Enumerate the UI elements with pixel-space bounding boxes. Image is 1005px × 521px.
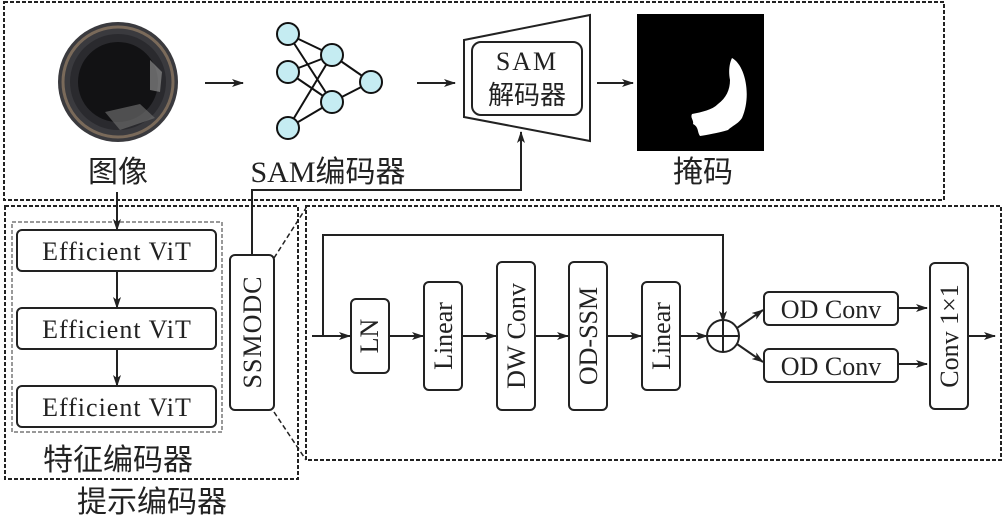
svg-text:SSMODC: SSMODC bbox=[238, 276, 267, 389]
arrow-add-to-odconv-top bbox=[736, 309, 764, 329]
svg-text:OD Conv: OD Conv bbox=[781, 352, 881, 381]
od-conv-block: OD Conv bbox=[763, 291, 899, 326]
linear-block: Linear bbox=[423, 281, 463, 391]
svg-text:Efficient ViT: Efficient ViT bbox=[42, 315, 192, 344]
arrow-add-to-odconv-bottom bbox=[736, 343, 764, 363]
dw-conv-block: DW Conv bbox=[496, 261, 536, 411]
mask-label: 掩码 bbox=[673, 156, 733, 189]
efficient-vit-block: Efficient ViT bbox=[16, 229, 217, 272]
prompt-encoder-border bbox=[4, 205, 299, 480]
zoom-line-top bbox=[273, 207, 307, 259]
svg-text:Efficient ViT: Efficient ViT bbox=[42, 237, 192, 266]
top-region-border bbox=[3, 1, 945, 201]
image-label: 图像 bbox=[88, 156, 148, 189]
svg-text:Conv 1×1: Conv 1×1 bbox=[935, 284, 964, 388]
neural-network-icon bbox=[276, 22, 383, 140]
efficient-vit-block: Efficient ViT bbox=[16, 385, 217, 428]
efficient-vit-block: Efficient ViT bbox=[16, 307, 217, 350]
zoom-line-bottom bbox=[273, 411, 307, 461]
od-ssm-block: OD-SSM bbox=[568, 261, 608, 411]
decoder-label-line2: 解码器 bbox=[488, 81, 566, 110]
ln-block: LN bbox=[350, 298, 390, 374]
svg-text:Linear: Linear bbox=[647, 302, 676, 370]
encoder-label: SAM编码器 bbox=[250, 156, 405, 189]
add-icon bbox=[706, 319, 740, 353]
decoder-label-line1: SAM bbox=[496, 47, 558, 76]
svg-text:LN: LN bbox=[355, 318, 384, 353]
residual-skip-line bbox=[322, 234, 727, 336]
input-image bbox=[58, 22, 178, 142]
svg-text:OD Conv: OD Conv bbox=[781, 295, 881, 324]
ssmodc-detail-border bbox=[305, 205, 1002, 461]
mask-image bbox=[637, 14, 764, 151]
feature-encoder-label: 特征编码器 bbox=[43, 444, 193, 477]
svg-text:Linear: Linear bbox=[429, 302, 458, 370]
prompt-encoder-label: 提示编码器 bbox=[77, 486, 227, 519]
svg-text:Efficient ViT: Efficient ViT bbox=[42, 393, 192, 422]
decoder-box bbox=[471, 41, 583, 116]
svg-text:OD-SSM: OD-SSM bbox=[574, 287, 603, 385]
ssmodc-block: SSMODC bbox=[229, 254, 275, 411]
od-conv-block: OD Conv bbox=[763, 348, 899, 383]
arrow-ssmodc-to-decoder bbox=[251, 131, 525, 255]
linear-block: Linear bbox=[641, 281, 681, 391]
svg-text:DW Conv: DW Conv bbox=[502, 283, 531, 389]
conv1x1-block: Conv 1×1 bbox=[929, 262, 969, 410]
